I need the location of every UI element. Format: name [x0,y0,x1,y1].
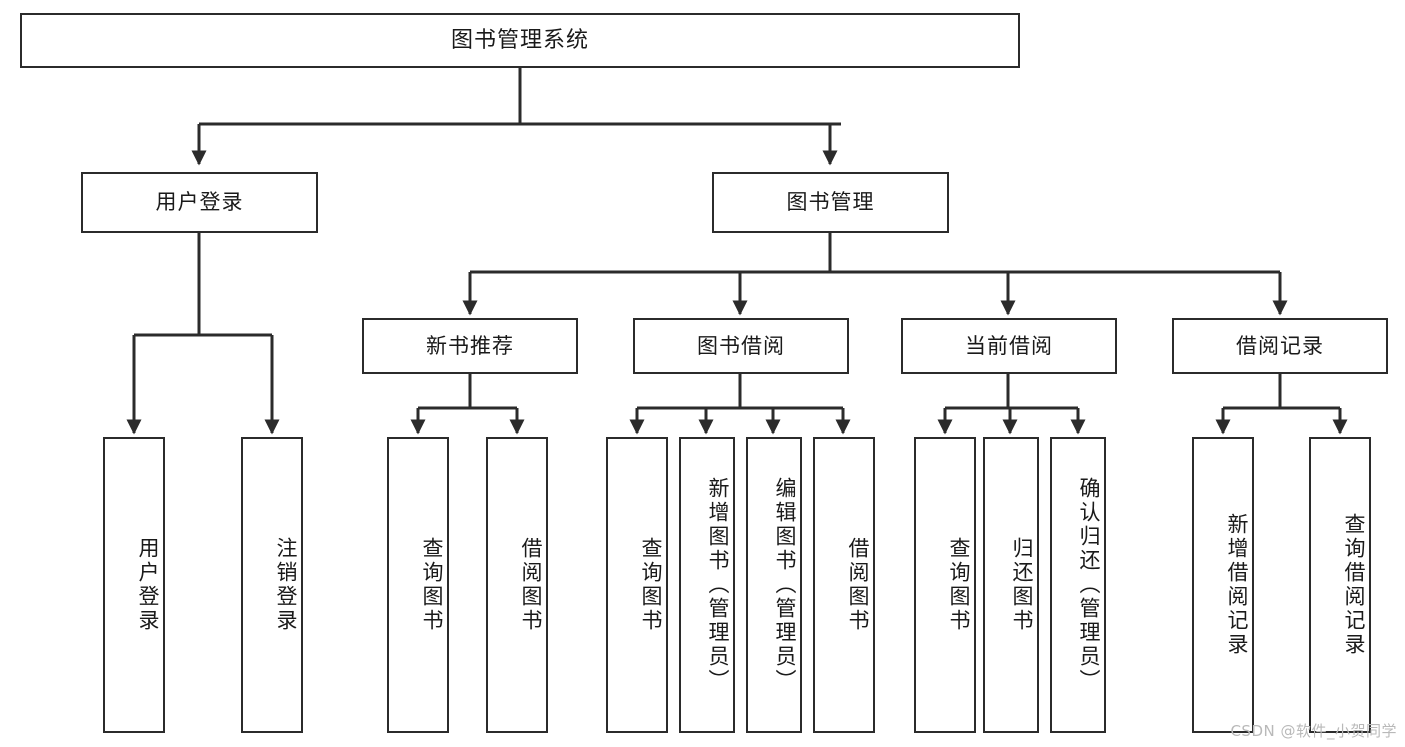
node-leaf-query-book-3-label: 查询图书 [947,537,971,633]
node-root-label: 图书管理系统 [450,27,589,53]
node-new-book-rec-label: 新书推荐 [426,333,514,358]
csdn-watermark: CSDN @软件_小贺同学 [1230,722,1397,740]
node-leaf-query-record[interactable]: 查询借阅记录 [1309,437,1371,733]
node-leaf-borrow-book-2[interactable]: 借阅图书 [813,437,875,733]
node-root[interactable]: 图书管理系统 [20,13,1020,68]
node-leaf-query-book-1[interactable]: 查询图书 [387,437,449,733]
node-leaf-add-record-label: 新增借阅记录 [1225,513,1249,657]
node-leaf-confirm-return[interactable]: 确认归还（管理员） [1050,437,1106,733]
node-leaf-query-book-1-label: 查询图书 [420,537,444,633]
node-book-manage[interactable]: 图书管理 [712,172,949,233]
node-borrow-record[interactable]: 借阅记录 [1172,318,1388,374]
node-leaf-query-record-label: 查询借阅记录 [1342,513,1366,657]
node-leaf-return-book-label: 归还图书 [1010,537,1034,633]
node-leaf-edit-book-label: 编辑图书（管理员） [773,477,797,693]
node-leaf-query-book-3[interactable]: 查询图书 [914,437,976,733]
node-borrow-record-label: 借阅记录 [1236,333,1324,358]
node-leaf-user-login-label: 用户登录 [136,537,160,633]
node-leaf-add-book[interactable]: 新增图书（管理员） [679,437,735,733]
node-book-manage-label: 图书管理 [786,190,875,215]
node-leaf-confirm-return-label: 确认归还（管理员） [1077,477,1101,693]
node-leaf-user-login[interactable]: 用户登录 [103,437,165,733]
node-leaf-add-record[interactable]: 新增借阅记录 [1192,437,1254,733]
node-leaf-borrow-book-2-label: 借阅图书 [846,537,870,633]
node-leaf-borrow-book-1-label: 借阅图书 [519,537,543,633]
node-leaf-add-book-label: 新增图书（管理员） [706,477,730,693]
node-leaf-return-book[interactable]: 归还图书 [983,437,1039,733]
node-current-borrow[interactable]: 当前借阅 [901,318,1117,374]
node-leaf-edit-book[interactable]: 编辑图书（管理员） [746,437,802,733]
node-leaf-logout[interactable]: 注销登录 [241,437,303,733]
node-leaf-logout-label: 注销登录 [274,537,298,633]
node-user-login-label: 用户登录 [155,190,244,215]
node-leaf-query-book-2[interactable]: 查询图书 [606,437,668,733]
node-new-book-rec[interactable]: 新书推荐 [362,318,578,374]
node-leaf-query-book-2-label: 查询图书 [639,537,663,633]
node-user-login[interactable]: 用户登录 [81,172,318,233]
node-book-borrow[interactable]: 图书借阅 [633,318,849,374]
node-leaf-borrow-book-1[interactable]: 借阅图书 [486,437,548,733]
node-book-borrow-label: 图书借阅 [697,333,785,358]
node-current-borrow-label: 当前借阅 [965,333,1053,358]
